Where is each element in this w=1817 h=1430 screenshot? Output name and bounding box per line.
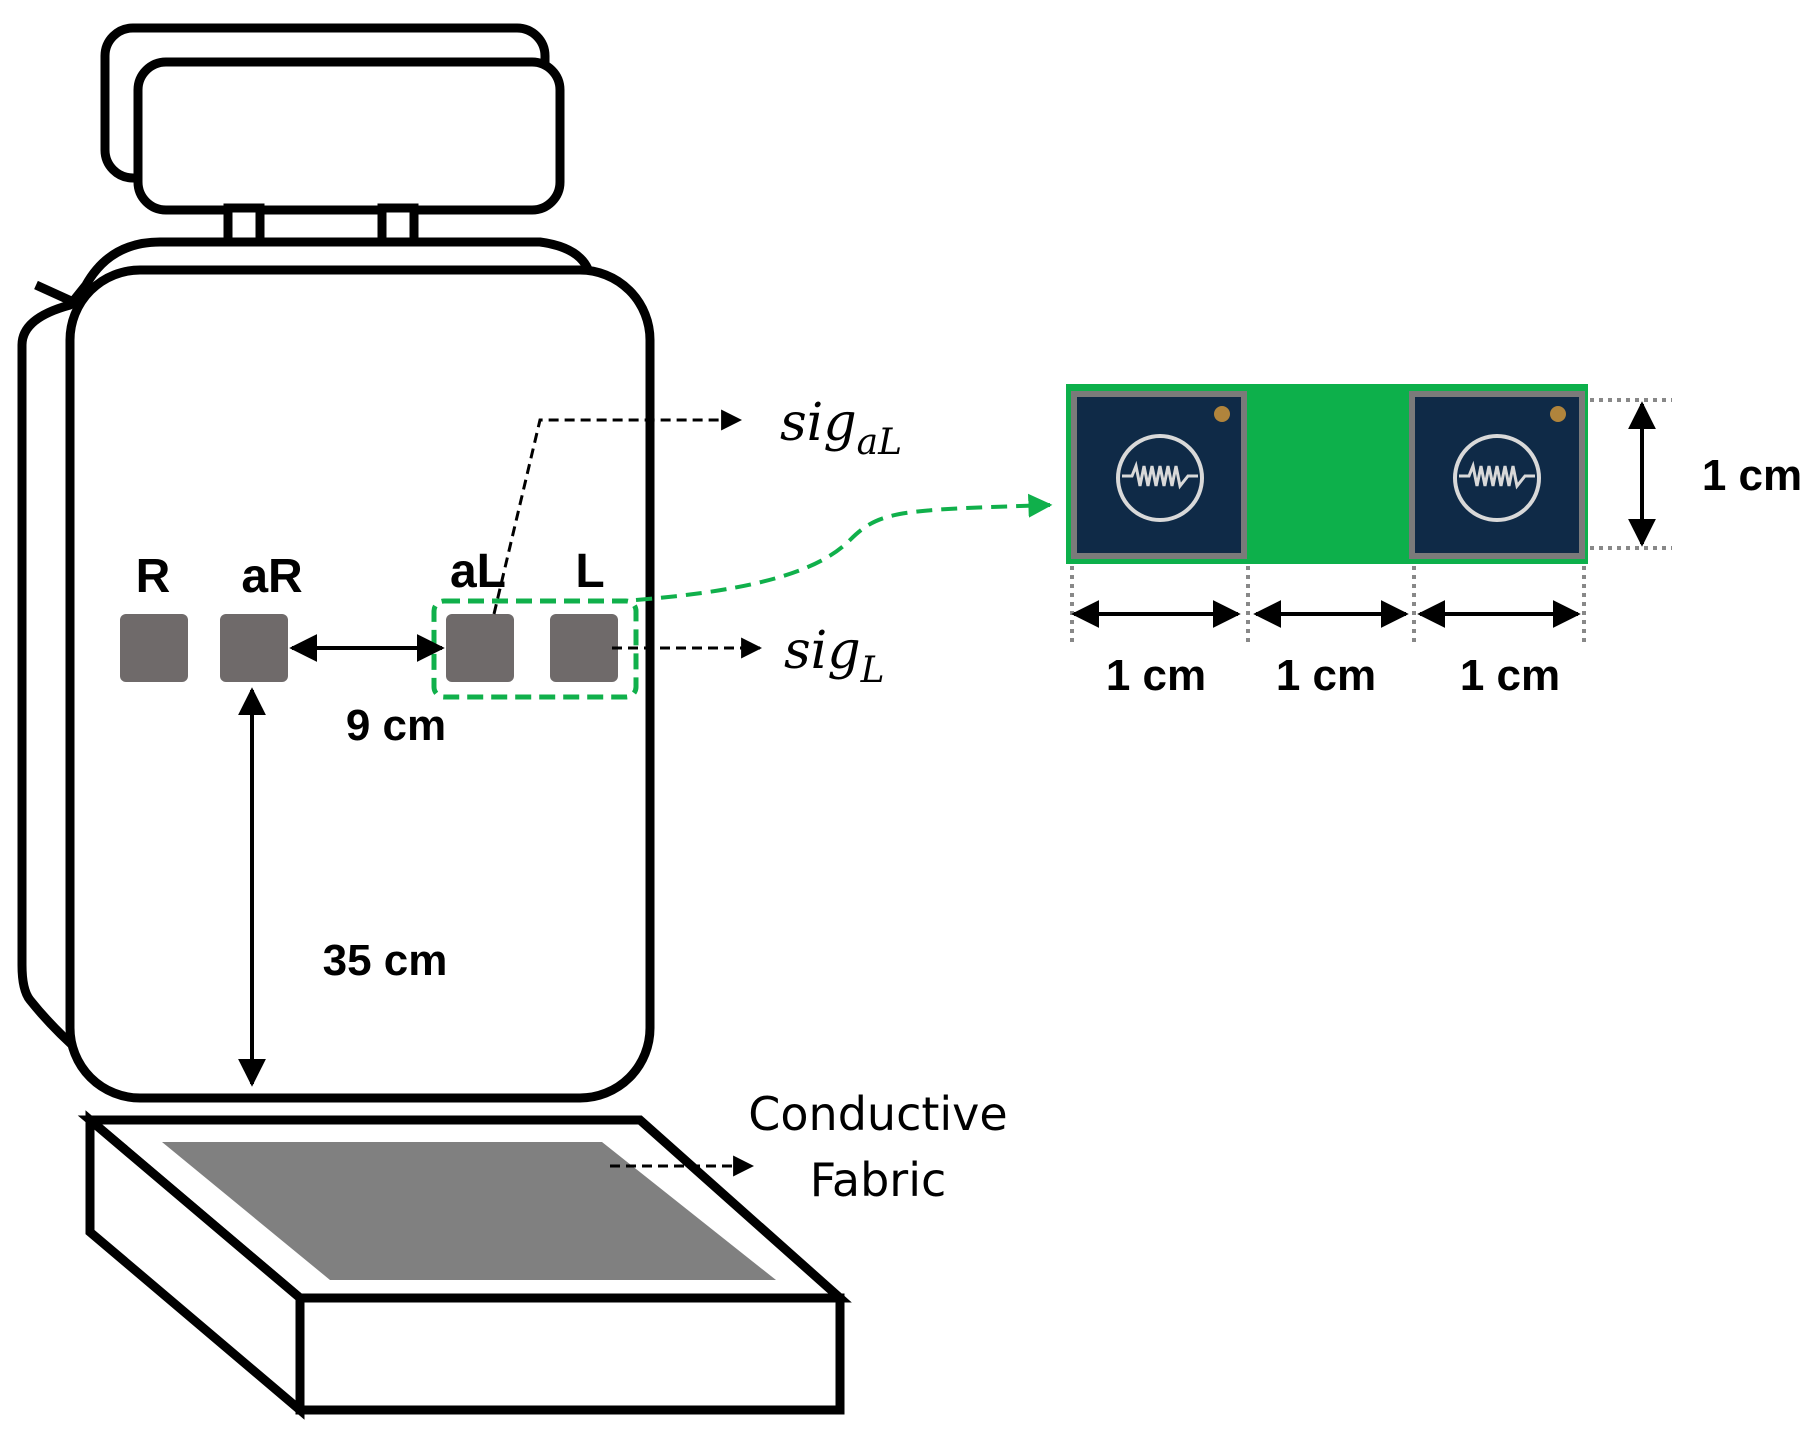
sensor-symbol-left-icon: [1116, 434, 1204, 522]
sensor-board: [1066, 384, 1588, 564]
electrodes: [120, 614, 618, 682]
sensor-chip-right: [1409, 391, 1585, 559]
headrest: [100, 23, 565, 215]
detail-connector: [635, 493, 1053, 602]
fabric-label-line1: Conductive: [748, 1087, 1007, 1141]
electrode-label-aR: aR: [241, 550, 302, 603]
conductive-fabric: [162, 1142, 776, 1280]
width-label-1: 1 cm: [1106, 651, 1206, 700]
electrode-label-R: R: [136, 550, 171, 603]
sig-L-label: sigL: [784, 621, 885, 691]
electrode-aR: [220, 614, 288, 682]
seat-back: [17, 237, 655, 1103]
electrode-label-L: L: [575, 545, 604, 598]
electrode-label-aL: aL: [450, 545, 506, 598]
fabric-label-line2: Fabric: [810, 1153, 947, 1207]
electrode-aL: [446, 614, 514, 682]
width-label-3: 1 cm: [1460, 651, 1560, 700]
electrode-L: [550, 614, 618, 682]
spacing-label: 9 cm: [346, 701, 446, 750]
electrode-height-label: 1 cm: [1702, 451, 1802, 500]
sig-aL-line: [492, 409, 743, 615]
width-label-2: 1 cm: [1276, 651, 1376, 700]
sensor-symbol-right-icon: [1453, 434, 1541, 522]
electrode-R: [120, 614, 188, 682]
sig-aL-label: sigaL: [780, 393, 902, 463]
height-label: 35 cm: [323, 936, 448, 985]
